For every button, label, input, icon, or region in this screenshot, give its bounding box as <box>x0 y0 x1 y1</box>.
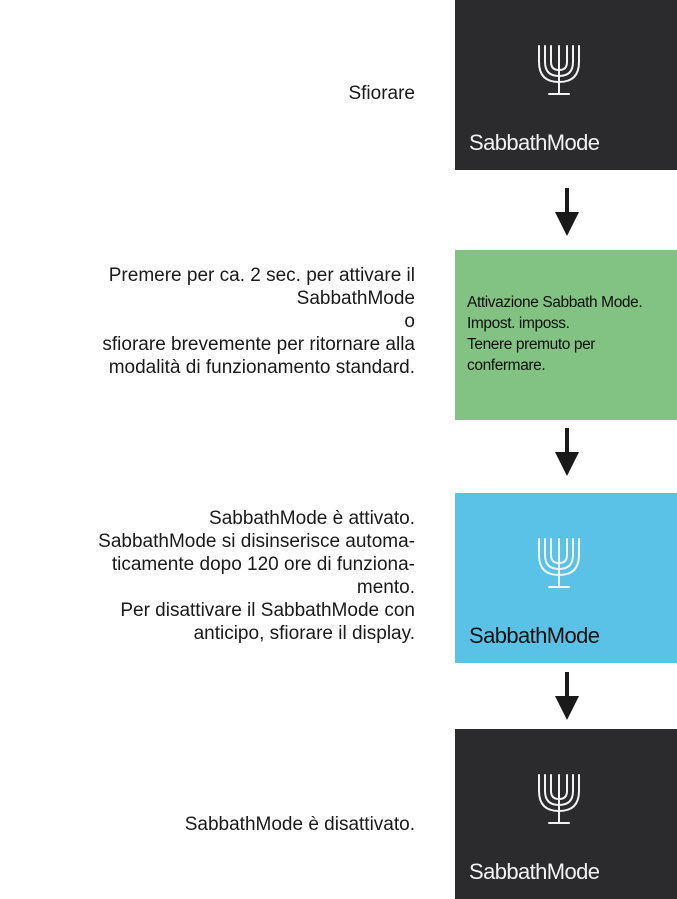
description-line: SabbathMode si disinserisce automa- <box>98 531 415 552</box>
sabbath-mode-tile-active[interactable]: SabbathMode <box>455 493 677 663</box>
description-line: mento. <box>356 577 415 598</box>
tile-label: SabbathMode <box>469 130 600 155</box>
message-line: Impost. imposs. <box>467 315 570 332</box>
confirm-sabbath-tile[interactable]: Attivazione Sabbath Mode. Impost. imposs… <box>455 250 677 420</box>
description-line: SabbathMode è attivato. <box>209 508 415 529</box>
arrow-down-icon <box>555 428 579 476</box>
confirm-message: Attivazione Sabbath Mode. Impost. imposs… <box>467 292 677 376</box>
menorah-icon <box>538 774 580 824</box>
tile-label: SabbathMode <box>469 623 600 648</box>
description-line: o <box>404 311 415 332</box>
message-line: Attivazione Sabbath Mode. <box>467 294 643 311</box>
sabbath-mode-tile-2[interactable]: SabbathMode <box>455 729 677 899</box>
step-2-description: Premere per ca. 2 sec. per attivare il S… <box>102 264 415 379</box>
sabbath-mode-tile-1[interactable]: SabbathMode <box>455 0 677 170</box>
description-line: ticamente dopo 120 ore di funziona- <box>111 554 415 575</box>
description-line: Per disattivare il SabbathMode con <box>120 600 415 621</box>
description-line: SabbathMode <box>296 288 415 309</box>
step-3-description: SabbathMode è attivato. SabbathMode si d… <box>10 507 415 645</box>
description-line: Premere per ca. 2 sec. per attivare il <box>108 265 415 286</box>
description-line: SabbathMode è disattivato. <box>184 814 415 835</box>
description-line: anticipo, sfiorare il display. <box>193 623 415 644</box>
step-4-description: SabbathMode è disattivato. <box>185 813 415 836</box>
menorah-icon <box>538 45 580 95</box>
arrow-down-icon <box>555 672 579 720</box>
arrow-down-icon <box>555 188 579 236</box>
description-line: modalità di funzionamento standard. <box>108 357 415 378</box>
description-line: sfiorare brevemente per ritornare alla <box>102 334 415 355</box>
message-line: confermare. <box>467 357 546 374</box>
tile-label: SabbathMode <box>469 859 600 884</box>
menorah-icon <box>538 538 580 588</box>
description-line: Sfiorare <box>348 83 415 104</box>
message-line: Tenere premuto per <box>467 336 596 353</box>
step-1-description: Sfiorare <box>348 82 415 105</box>
